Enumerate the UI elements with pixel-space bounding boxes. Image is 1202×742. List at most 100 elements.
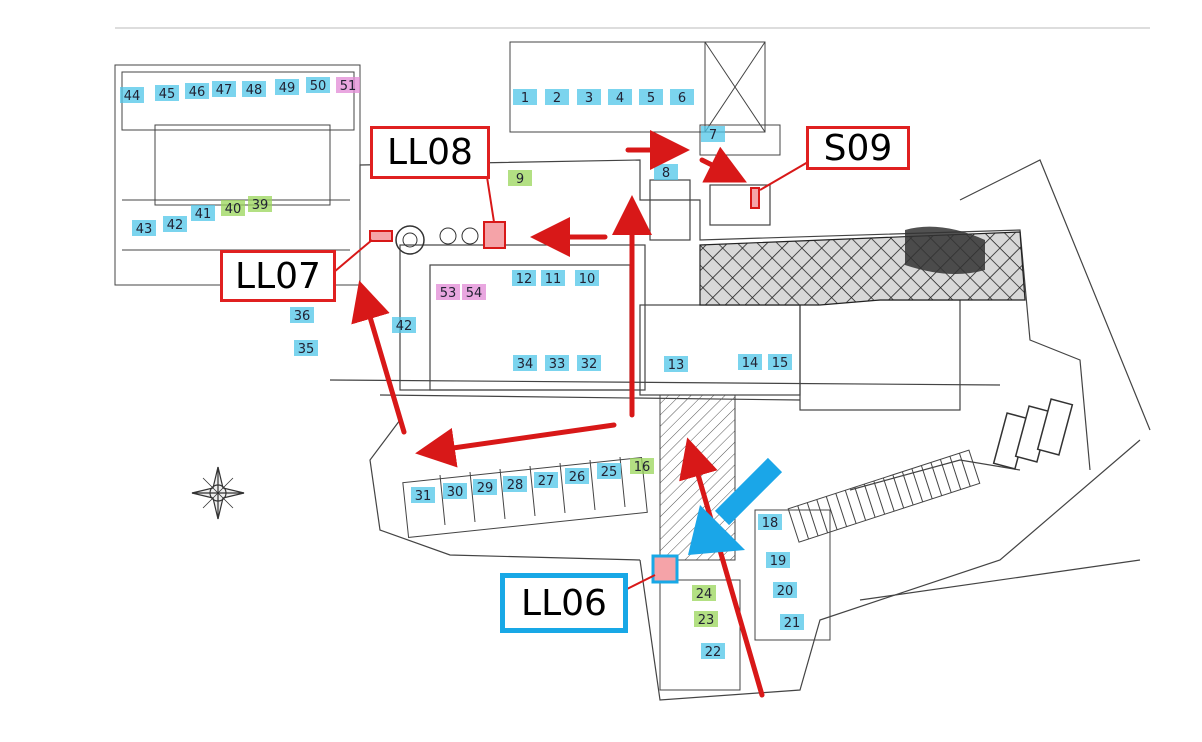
space-number: 36: [294, 309, 311, 324]
compass-rose-icon: [191, 466, 245, 520]
space-number: 9: [516, 172, 524, 187]
route-arrow: [679, 437, 765, 698]
space-number: 41: [195, 207, 212, 222]
callout-ll07: LL07: [220, 250, 336, 302]
route-arrow: [415, 422, 617, 468]
space-highlight: [120, 87, 144, 103]
space-highlight: [411, 487, 435, 503]
space-number: 51: [340, 79, 357, 94]
space-number: 8: [662, 166, 670, 181]
space-number: 16: [634, 460, 651, 475]
space-highlight: [336, 77, 360, 93]
space-highlight: [513, 89, 537, 105]
space-highlight: [221, 200, 245, 216]
space-highlight: [692, 585, 716, 601]
space-number: 44: [124, 89, 141, 104]
space-highlight: [545, 355, 569, 371]
callout-ll08: LL08: [370, 126, 490, 179]
parking-block-south: [659, 509, 831, 691]
space-highlight: [664, 356, 688, 372]
space-number: 42: [167, 218, 184, 233]
entrance-arrow-icon: [688, 457, 783, 555]
marker-ll07: [369, 230, 393, 242]
callout-ll07-label: LL07: [235, 255, 321, 297]
space-highlight: [473, 479, 497, 495]
space-number: 7: [709, 128, 717, 143]
route-arrow: [699, 146, 747, 183]
space-number: 2: [553, 91, 561, 106]
space-number: 29: [477, 481, 494, 496]
space-number: 31: [415, 489, 432, 504]
space-highlight: [513, 355, 537, 371]
space-number: 53: [440, 286, 457, 301]
space-number: 18: [762, 516, 779, 531]
space-highlight: [758, 514, 782, 530]
space-highlight: [443, 483, 467, 499]
space-number: 22: [705, 645, 722, 660]
space-highlight: [773, 582, 797, 598]
space-number: 33: [549, 357, 566, 372]
space-number: 1: [521, 91, 529, 106]
space-number: 12: [516, 272, 533, 287]
space-highlight: [608, 89, 632, 105]
space-highlight: [512, 270, 536, 286]
space-number: 47: [216, 83, 233, 98]
space-number: 28: [507, 478, 524, 493]
space-number: 27: [538, 474, 555, 489]
ramp: [787, 449, 981, 543]
space-highlight: [694, 611, 718, 627]
space-highlight: [565, 468, 589, 484]
space-number: 45: [159, 87, 176, 102]
space-number: 50: [310, 79, 327, 94]
dark-patch: [905, 226, 985, 274]
callout-s09: S09: [806, 126, 910, 170]
space-highlight: [163, 216, 187, 232]
space-highlight: [577, 89, 601, 105]
space-highlight: [766, 552, 790, 568]
space-highlight: [701, 643, 725, 659]
space-highlight: [503, 476, 527, 492]
space-number: 10: [579, 272, 596, 287]
space-highlight: [294, 340, 318, 356]
marker-ll08: [483, 221, 506, 249]
space-highlight: [575, 270, 599, 286]
space-number: 15: [772, 356, 789, 371]
space-highlight: [541, 270, 565, 286]
space-number: 6: [678, 91, 686, 106]
space-highlight: [597, 463, 621, 479]
space-highlight: [630, 458, 654, 474]
space-number: 19: [770, 554, 787, 569]
space-highlight: [275, 79, 299, 95]
callout-ll08-label: LL08: [387, 132, 473, 173]
space-highlight: [185, 83, 209, 99]
space-highlight: [780, 614, 804, 630]
space-number: 48: [246, 83, 263, 98]
space-highlight: [577, 355, 601, 371]
marker-s09: [750, 187, 760, 209]
space-highlight: [290, 307, 314, 323]
space-number: 49: [279, 81, 296, 96]
space-number: 5: [647, 91, 655, 106]
space-number: 24: [696, 587, 713, 602]
space-highlight: [392, 317, 416, 333]
space-number: 21: [784, 616, 801, 631]
space-highlight: [212, 81, 236, 97]
space-number: 26: [569, 470, 586, 485]
space-number: 3: [585, 91, 593, 106]
space-highlight: [242, 81, 266, 97]
stair-spiral: [395, 225, 425, 255]
space-highlight: [248, 196, 272, 212]
space-highlight: [670, 89, 694, 105]
space-number: 35: [298, 342, 315, 357]
space-number: 46: [189, 85, 206, 100]
route-arrows: [351, 130, 765, 698]
space-highlight: [768, 354, 792, 370]
space-highlight: [191, 205, 215, 221]
space-highlight: [436, 284, 460, 300]
space-number: 25: [601, 465, 618, 480]
space-highlight: [508, 170, 532, 186]
space-number: 13: [668, 358, 685, 373]
